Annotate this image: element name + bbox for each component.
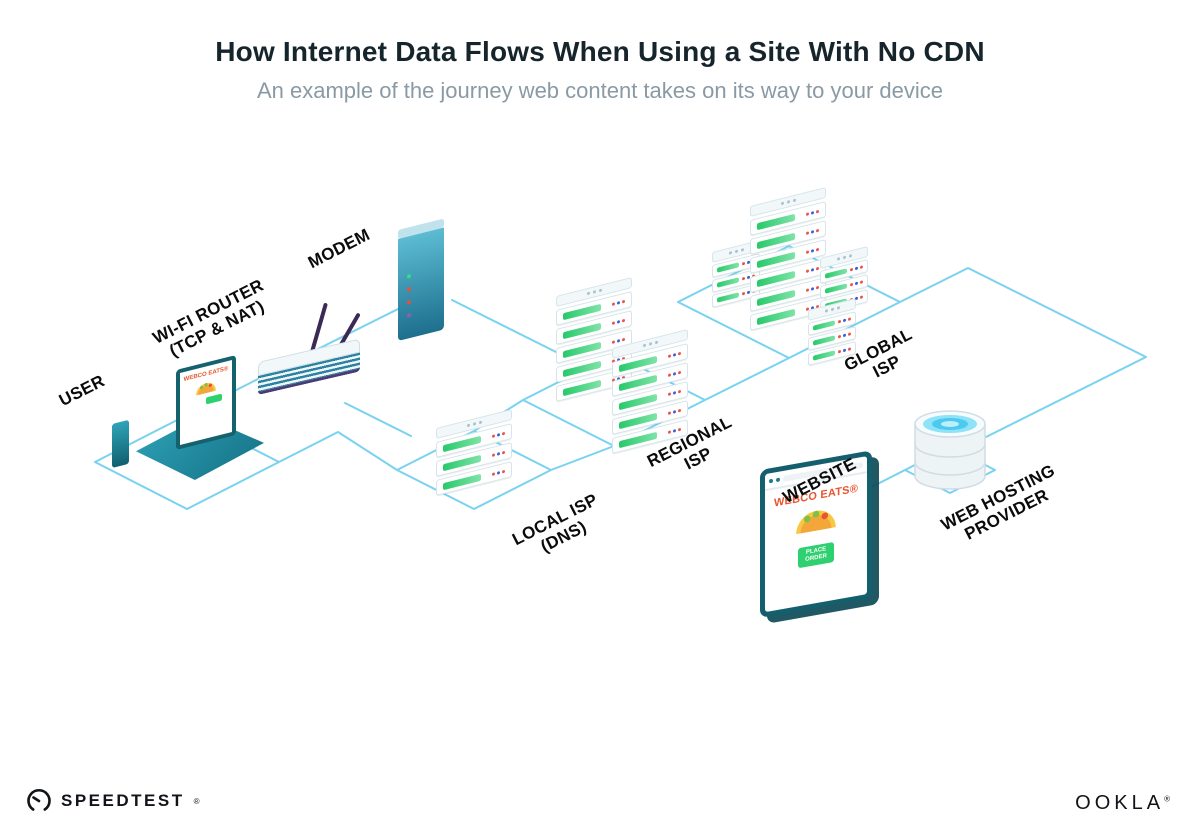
laptop-order-button [206,393,222,405]
speedtest-wordmark: SPEEDTEST [61,791,185,810]
modem-led-purple [407,312,411,318]
page-subtitle: An example of the journey web content ta… [256,78,944,103]
server-stack-regional-isp [612,329,688,454]
website-browser-window: WEBCO EATS® PLACE ORDER [760,450,872,618]
hosting-database-icon [914,410,986,490]
laptop-screen: WEBCO EATS® [176,355,236,450]
modem-front-face [398,227,444,341]
speedtest-logo: SPEEDTEST ® [26,788,200,814]
ookla-logo: OOKLA® [1075,792,1174,815]
browser-content: WEBCO EATS® PLACE ORDER [765,473,867,574]
taco-icon [796,510,836,535]
ookla-trademark: ® [1164,794,1174,804]
page-title: How Internet Data Flows When Using a Sit… [215,36,985,67]
taco-icon [196,382,216,396]
modem-led-red [407,286,411,292]
ookla-wordmark: OOKLA [1075,792,1165,814]
modem-device [398,218,458,352]
speedtest-trademark: ® [193,796,200,806]
place-order-button: PLACE ORDER [798,541,834,569]
wifi-router-device [258,296,370,410]
modem-led-red [407,299,411,305]
speedtest-gauge-icon [27,788,51,811]
browser-dot-icon [776,476,780,482]
browser-dot-icon [769,478,773,483]
phone-device [112,419,129,468]
modem-led-green [407,273,411,279]
